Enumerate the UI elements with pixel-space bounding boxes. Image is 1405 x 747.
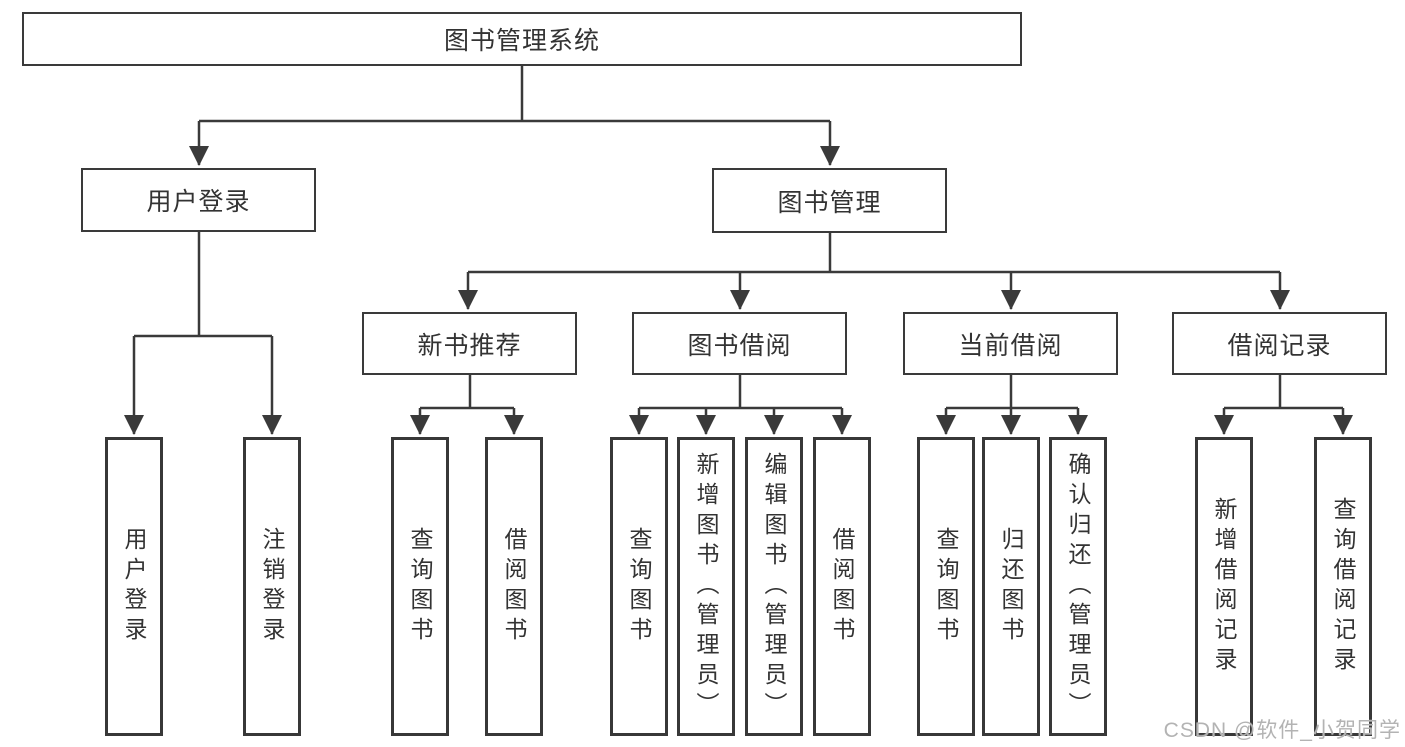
leaf-query-books-3: 查询图书	[917, 437, 975, 736]
leaf-borrow-books-1: 借阅图书	[485, 437, 543, 736]
leaf-edit-book-admin: 编辑图书（管理员）	[745, 437, 803, 736]
node-user-login: 用户登录	[81, 168, 316, 232]
leaf-add-borrow-record: 新增借阅记录	[1195, 437, 1253, 736]
leaf-return-book: 归还图书	[982, 437, 1040, 736]
connector-paths	[124, 66, 1353, 435]
leaf-user-login: 用户登录	[105, 437, 163, 736]
leaf-query-borrow-record: 查询借阅记录	[1314, 437, 1372, 736]
node-book-management: 图书管理	[712, 168, 947, 233]
leaf-logout: 注销登录	[243, 437, 301, 736]
node-library-system: 图书管理系统	[22, 12, 1022, 66]
leaf-borrow-books-2: 借阅图书	[813, 437, 871, 736]
csdn-watermark: CSDN @软件_小贺同学	[1163, 719, 1401, 742]
leaf-query-books-2: 查询图书	[610, 437, 668, 736]
leaf-add-book-admin: 新增图书（管理员）	[677, 437, 735, 736]
node-current-borrowing: 当前借阅	[903, 312, 1118, 375]
node-new-book-recommend: 新书推荐	[362, 312, 577, 375]
leaf-query-books-1: 查询图书	[391, 437, 449, 736]
node-borrow-records: 借阅记录	[1172, 312, 1387, 375]
leaf-confirm-return-admin: 确认归还（管理员）	[1049, 437, 1107, 736]
node-book-borrowing: 图书借阅	[632, 312, 847, 375]
